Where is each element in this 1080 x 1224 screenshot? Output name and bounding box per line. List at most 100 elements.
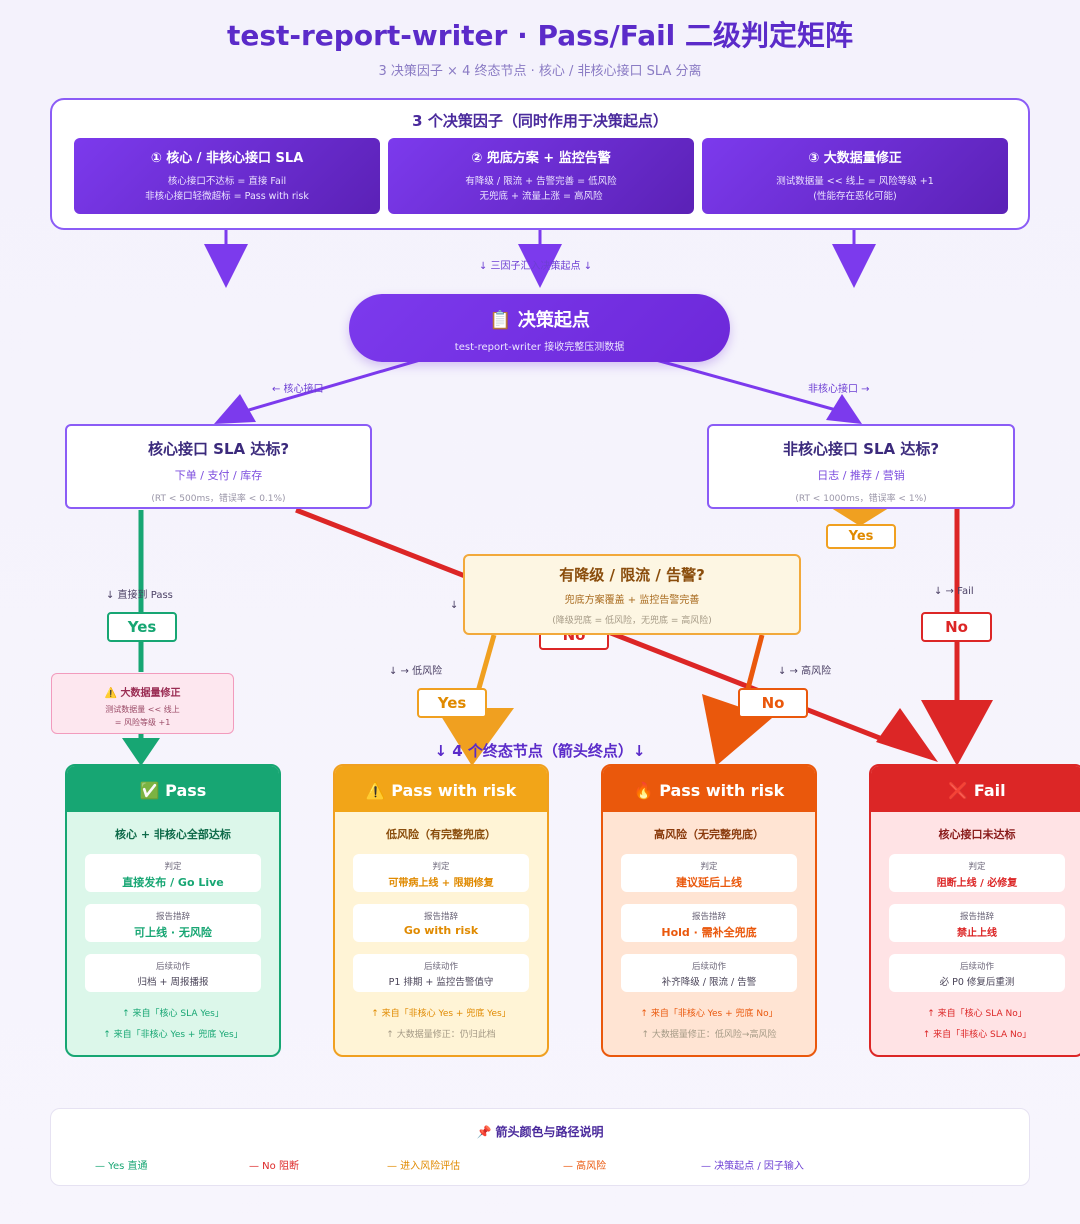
start-title: 决策起点 [517,310,590,331]
question-title: 非核心接口 SLA 达标? [782,440,940,458]
row-label: 后续动作 [155,962,190,972]
noncore-sla-question: 非核心接口 SLA 达标? 日志 / 推荐 / 营销 (RT < 1000ms，… [707,424,1015,509]
edge-start-noncore-arrowhead [826,394,862,424]
edge-noncore-no-arrowhead [921,700,993,766]
edge-start-core [241,358,421,414]
terminal-source: ↑ 来自「核心 SLA Yes」 [122,1009,224,1019]
terminal-card-pass: ✅ Pass 核心 + 非核心全部达标 判定直接发布 / Go Live 报告措… [65,764,281,1057]
wording-row: 报告措辞 Hold · 需补全兜底 [621,904,797,942]
factor-title: ③ 大数据量修正 [808,151,902,166]
page-title: test-report-writer · Pass/Fail 二级判定矩阵 [226,19,854,52]
factor-line: 无兜底 + 流量上涨 = 高风险 [479,191,603,202]
bigdata-modifier-line: = 风险等级 +1 [114,718,171,727]
legend-item-no: — No 阻断 [249,1161,299,1172]
factors-title: 3 个决策因子（同时作用于决策起点） [412,112,668,130]
noncore-no-edge-label: ↓ → Fail [934,586,974,597]
degrade-yes-tag: Yes [417,688,487,718]
terminal-title: Pass with risk [391,781,517,800]
legend-title: 📌 箭头颜色与路径说明 [476,1125,604,1139]
branch-label-core: ← 核心接口 [272,384,324,395]
terminal-section-header: ↓ 4 个终态节点（箭头终点）↓ [434,742,646,760]
factor-card-bigdata: ③ 大数据量修正 测试数据量 << 线上 = 风险等级 +1 (性能存在恶化可能… [702,138,1008,214]
row-value: 建议延后上线 [676,876,742,889]
row-value: Go with risk [403,924,479,937]
legend-item-risk-eval: — 进入风险评估 [387,1161,461,1172]
question-sub: 下单 / 支付 / 库存 [174,469,263,482]
terminal-sub: 低风险（有完整兜底） [386,828,496,841]
row-label: 判定 [968,862,986,872]
degrade-no-tag: No [738,688,808,718]
clipboard-icon: 📋 [489,310,512,331]
factor-line: 核心接口不达标 = 直接 Fail [167,176,287,187]
bigdata-modifier-box: ⚠️ 大数据量修正 测试数据量 << 线上 = 风险等级 +1 [51,673,234,734]
row-label: 报告措辞 [959,912,994,922]
legend-panel: 📌 箭头颜色与路径说明 — Yes 直通 — No 阻断 — 进入风险评估 — … [50,1108,1030,1186]
legend-item-yes: — Yes 直通 [95,1161,148,1172]
terminal-sub: 高风险（无完整兜底） [654,828,764,841]
terminal-sub: 核心接口未达标 [938,828,1016,841]
question-note: (RT < 1000ms，错误率 < 1%) [795,494,927,504]
terminal-title: Pass with risk [659,781,785,800]
row-label: 后续动作 [423,962,458,972]
cross-icon: ❌ [948,781,969,800]
terminal-source: ↑ 来自「非核心 Yes + 兜底 Yes」 [371,1009,511,1019]
row-value: 直接发布 / Go Live [122,876,224,889]
branch-label-noncore: 非核心接口 → [808,384,870,395]
terminal-title: Fail [973,781,1006,800]
action-row: 后续动作归档 + 周报播报 [85,954,261,992]
terminal-source: ↑ 来自「非核心 SLA No」 [922,1030,1032,1040]
row-value: 必 P0 修复后重测 [939,977,1015,988]
row-value: 禁止上线 [957,928,997,939]
core-sla-question: 核心接口 SLA 达标? 下单 / 支付 / 库存 (RT < 500ms，错误… [65,424,372,509]
action-row: 后续动作必 P0 修复后重测 [889,954,1065,992]
core-yes-edge-label: ↓ 直接到 Pass [106,590,173,601]
row-label: 报告措辞 [423,912,458,922]
core-yes-tag: Yes [107,612,177,642]
row-label: 报告措辞 [691,912,726,922]
terminal-title: Pass [165,781,207,800]
bigdata-modifier-title: ⚠️ 大数据量修正 [104,688,181,699]
factor-arrowhead [518,244,562,288]
row-label: 后续动作 [691,962,726,972]
question-title: 有降级 / 限流 / 告警? [559,566,705,584]
terminal-card-fail: ❌ Fail 核心接口未达标 判定阻断上线 / 必修复 报告措辞禁止上线 后续动… [869,764,1080,1057]
factor-line: 非核心接口轻微超标 = Pass with risk [145,191,309,202]
judge-row: 判定可带病上线 + 限期修复 [353,854,529,892]
factor-title: ② 兜底方案 + 监控告警 [471,151,611,166]
terminal-card-low-risk: ⚠️ Pass with risk 低风险（有完整兜底） 判定可带病上线 + 限… [333,764,549,1057]
question-sub: 兜底方案覆盖 + 监控告警完善 [564,595,700,606]
factor-arrowhead [204,244,248,288]
edge-degrade-yes-arrowhead [436,708,514,766]
question-sub: 日志 / 推荐 / 营销 [817,469,905,482]
bigdata-modifier-line: 测试数据量 << 线上 [105,705,180,714]
question-note: (降级兜底 = 低风险，无兜底 = 高风险) [552,616,712,626]
terminal-source: ↑ 大数据量修正：低风险→高风险 [641,1030,777,1040]
edge-noncore-yes-arrowhead [828,506,892,526]
high-risk-edge-label: ↓ → 高风险 [778,666,832,677]
row-label: 判定 [164,862,182,872]
row-value: 阻断上线 / 必修复 [936,878,1018,889]
factor-title: ① 核心 / 非核心接口 SLA [150,151,304,166]
wording-row: 报告措辞 Go with risk [353,904,529,942]
factor-card-fallback: ② 兜底方案 + 监控告警 有降级 / 限流 + 告警完善 = 低风险 无兜底 … [388,138,694,214]
edge-start-core-arrowhead [214,394,256,424]
judge-row: 判定阻断上线 / 必修复 [889,854,1065,892]
terminal-source: ↑ 来自「非核心 Yes + 兜底 Yes」 [103,1030,243,1040]
degrade-question: 有降级 / 限流 / 告警? 兜底方案覆盖 + 监控告警完善 (降级兜底 = 低… [463,554,801,635]
edge-core-no-arrowhead [876,708,938,762]
wording-row: 报告措辞可上线 · 无风险 [85,904,261,942]
factor-converge-label: ↓ 三因子汇入决策起点 ↓ [479,261,593,272]
terminal-card-high-risk: 🔥 Pass with risk 高风险（无完整兜底） 判定建议延后上线 报告措… [601,764,817,1057]
factor-line: (性能存在恶化可能) [813,191,897,202]
row-value: 可带病上线 + 限期修复 [388,878,494,889]
factor-arrowhead [832,244,876,288]
start-subtitle: test-report-writer 接收完整压测数据 [454,342,625,353]
check-icon: ✅ [139,781,160,800]
action-row: 后续动作补齐降级 / 限流 / 告警 [621,954,797,992]
terminal-source: ↑ 大数据量修正：仍归此档 [386,1030,496,1040]
core-no-edge-label: ↓ [450,600,459,611]
row-value: Hold · 需补全兜底 [661,926,757,939]
legend-item-start-input: — 决策起点 / 因子输入 [701,1161,804,1172]
warning-icon: ⚠️ [365,781,386,800]
